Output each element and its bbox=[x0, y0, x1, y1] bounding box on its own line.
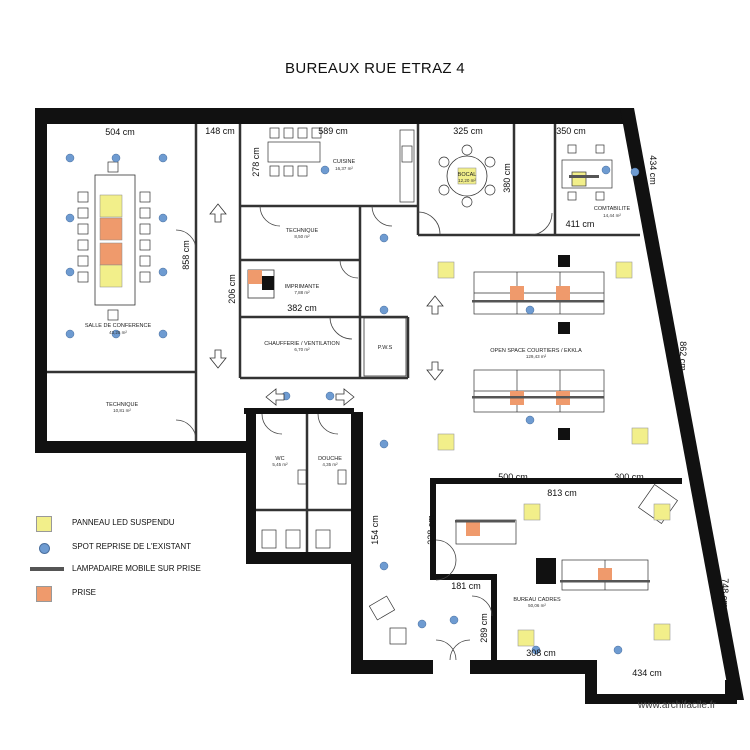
dimension: 862 cm bbox=[678, 341, 688, 371]
doors bbox=[175, 205, 553, 661]
dimension: 382 cm bbox=[287, 303, 317, 313]
dimension: 308 cm bbox=[526, 648, 556, 658]
dimension: 289 cm bbox=[479, 613, 489, 643]
room-area: 10,81 m² bbox=[113, 408, 131, 413]
room-name: BUREAU CADRES bbox=[513, 597, 561, 603]
socket-icon bbox=[36, 586, 52, 602]
dimension: 748 cm bbox=[720, 578, 730, 608]
room-area: 7,88 m² bbox=[294, 290, 310, 295]
legend-label: LAMPADAIRE MOBILE SUR PRISE bbox=[72, 564, 201, 573]
spot-icon bbox=[39, 543, 50, 554]
floor-lamp-icon bbox=[30, 567, 64, 571]
room-area: 43,25 m² bbox=[109, 330, 127, 335]
room-name: OPEN SPACE COURTIERS / EKKLA bbox=[490, 348, 582, 354]
open-space-black-boxes bbox=[558, 255, 570, 440]
accounting-desks bbox=[561, 144, 613, 201]
room-name: IMPRIMANTE bbox=[285, 284, 320, 290]
led-panels bbox=[437, 261, 671, 647]
room-area: 12,20 m² bbox=[458, 178, 476, 183]
dimension: 434 cm bbox=[632, 668, 662, 678]
open-space-desks bbox=[473, 271, 605, 413]
dimension-labels: 504 cm 148 cm 589 cm 325 cm 350 cm 434 c… bbox=[105, 126, 730, 678]
room-area: 129,43 m² bbox=[526, 354, 547, 359]
room-name: SALLE DE CONFERENCE bbox=[85, 323, 152, 329]
dimension: 206 cm bbox=[227, 274, 237, 304]
legend-label: PANNEAU LED SUSPENDU bbox=[72, 518, 175, 527]
legend-item-prise: PRISE bbox=[30, 586, 330, 602]
legend-item-led: PANNEAU LED SUSPENDU bbox=[30, 516, 330, 532]
bocal-table bbox=[438, 144, 496, 208]
dimension: 325 cm bbox=[453, 126, 483, 136]
circulation-arrows bbox=[209, 203, 444, 406]
dimension: 350 cm bbox=[556, 126, 586, 136]
open-space-lamps bbox=[472, 300, 604, 399]
dimension: 328 cm bbox=[426, 515, 436, 545]
dimension: 813 cm bbox=[547, 488, 577, 498]
dimension: 500 cm bbox=[498, 472, 528, 482]
dimension: 380 cm bbox=[502, 163, 512, 193]
room-area: 14,44 m² bbox=[603, 213, 621, 218]
legend-item-spot: SPOT REPRISE DE L'EXISTANT bbox=[30, 540, 330, 556]
room-labels: SALLE DE CONFERENCE 43,25 m² CUISINE 16,… bbox=[85, 159, 631, 608]
exterior-walls bbox=[35, 108, 744, 704]
room-area: 8,50 m² bbox=[294, 234, 310, 239]
dimension: 148 cm bbox=[205, 126, 235, 136]
dimension: 434 cm bbox=[648, 155, 658, 185]
manager-desks bbox=[368, 484, 678, 645]
room-name: P.W.S bbox=[378, 345, 393, 351]
room-name: BOCAL bbox=[458, 172, 477, 178]
plan-title: BUREAUX RUE ETRAZ 4 bbox=[285, 60, 465, 77]
manager-lamps bbox=[455, 520, 650, 583]
accounting-floor-lamp bbox=[569, 175, 599, 178]
printer-area bbox=[247, 269, 275, 299]
manager-black-box bbox=[536, 558, 556, 584]
credit-text: www.archifacile.fr bbox=[638, 700, 716, 711]
legend-label: PRISE bbox=[72, 588, 97, 597]
dimension: 589 cm bbox=[318, 126, 348, 136]
room-area: 16,37 m² bbox=[335, 166, 353, 171]
room-area: 4,35 m² bbox=[322, 462, 338, 467]
room-area: 50,06 m² bbox=[528, 603, 546, 608]
legend-label: SPOT REPRISE DE L'EXISTANT bbox=[72, 542, 192, 551]
room-name: CHAUFFERIE / VENTILATION bbox=[264, 341, 339, 347]
kitchen-furniture bbox=[267, 127, 415, 203]
room-area: 6,70 m² bbox=[294, 347, 310, 352]
wc-fixtures bbox=[261, 469, 347, 549]
spots bbox=[65, 153, 640, 655]
dimension: 300 cm bbox=[614, 472, 644, 482]
dimension: 181 cm bbox=[451, 581, 481, 591]
room-name: TECHNIQUE bbox=[286, 228, 319, 234]
dimension: 411 cm bbox=[566, 219, 595, 229]
room-area: 5,45 m² bbox=[272, 462, 288, 467]
dimension: 278 cm bbox=[251, 147, 261, 177]
conference-chairs bbox=[77, 161, 151, 321]
room-name: COMTABILITE bbox=[594, 206, 631, 212]
storage-unit bbox=[363, 317, 407, 377]
partition-walls bbox=[244, 408, 682, 664]
room-name: TECHNIQUE bbox=[106, 402, 139, 408]
conference-table bbox=[94, 174, 136, 306]
room-name: CUISINE bbox=[333, 159, 356, 165]
dimension: 154 cm bbox=[370, 515, 380, 545]
manager-sockets bbox=[466, 522, 612, 582]
room-name: DOUCHE bbox=[318, 456, 342, 462]
led-panel-icon bbox=[36, 516, 52, 532]
dimension: 504 cm bbox=[105, 127, 135, 137]
room-name: WC bbox=[275, 456, 284, 462]
legend-item-lamp: LAMPADAIRE MOBILE SUR PRISE bbox=[30, 562, 330, 578]
dimension: 858 cm bbox=[181, 240, 191, 270]
